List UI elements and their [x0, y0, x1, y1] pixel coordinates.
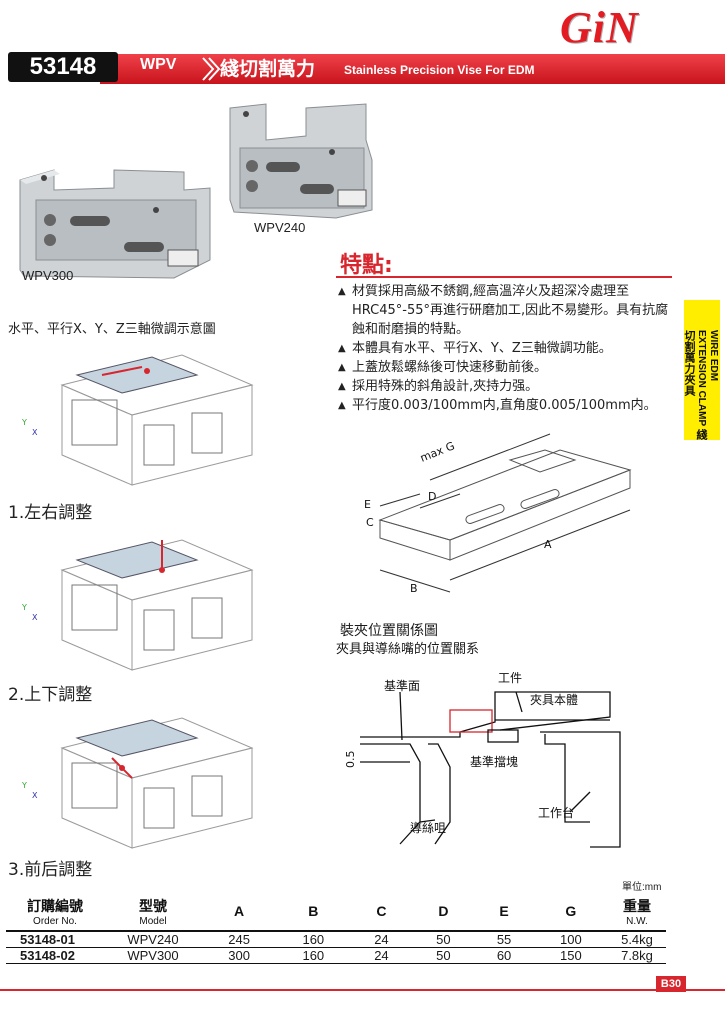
adjust-heading: 水平、平行X、Y、Z三軸微調示意圖 — [8, 322, 216, 337]
title-en: Stainless Precision Vise For EDM — [344, 63, 535, 77]
wpv240-label: WPV240 — [254, 220, 306, 235]
label-clamp-body: 夾具本體 — [530, 693, 578, 707]
wpv240-photo — [229, 103, 373, 219]
svg-text:Y: Y — [22, 418, 27, 427]
footer-line — [0, 989, 725, 991]
col-b: B — [276, 892, 351, 932]
cell-weight: 5.4kg — [608, 931, 666, 948]
order-code: 53148 — [8, 52, 118, 82]
dim-label-e: E — [364, 498, 371, 511]
features-list: 材質採用高級不銹鋼,經高溫淬火及超深冷處理至HRC45°-55°再進行研磨加工,… — [338, 282, 678, 415]
table-row: 53148-01 WPV240 245 160 24 50 55 100 5.4… — [6, 931, 666, 948]
step-label-2: 2.上下調整 — [8, 685, 93, 705]
side-tab — [684, 300, 720, 440]
model-code: WPV — [140, 56, 177, 73]
cell-weight: 7.8kg — [608, 947, 666, 964]
adjust-diagram-3: Y X — [22, 717, 254, 849]
dim-label-a: A — [544, 538, 552, 551]
title-cn: 綫切割萬力 — [220, 58, 316, 80]
feature-item: 材質採用高級不銹鋼,經高溫淬火及超深冷處理至HRC45°-55°再進行研磨加工,… — [338, 282, 678, 339]
svg-text:Y: Y — [22, 603, 27, 612]
cell-order-no: 53148-02 — [6, 947, 104, 964]
feature-item: 採用特殊的斜角設計,夾持力强。 — [338, 377, 678, 396]
cell-a: 245 — [202, 931, 277, 948]
cell-g: 100 — [533, 931, 608, 948]
col-g: G — [533, 892, 608, 932]
dim-label-b: B — [410, 582, 418, 595]
feature-item: 平行度0.003/100mm内,直角度0.005/100mm内。 — [338, 396, 678, 415]
cell-a: 300 — [202, 947, 277, 964]
cell-d: 50 — [412, 947, 475, 964]
cell-b: 160 — [276, 931, 351, 948]
features-title: 特點: — [340, 253, 393, 278]
label-offset: 0.5 — [344, 751, 357, 769]
cell-model: WPV240 — [104, 931, 202, 948]
side-tab-en: WIRE EDM EXTENSION CLAMP — [696, 330, 719, 427]
page-number: B30 — [656, 976, 686, 992]
dim-label-g: max G — [418, 439, 456, 465]
label-workpiece: 工件 — [498, 672, 522, 685]
label-wire-guide: 導絲咀 — [410, 820, 446, 835]
adjust-diagram-1: Y X — [22, 354, 254, 486]
cell-g: 150 — [533, 947, 608, 964]
svg-text:X: X — [32, 428, 38, 437]
col-d: D — [412, 892, 475, 932]
label-reference-face: 基準面 — [384, 678, 420, 693]
cell-model: WPV300 — [104, 947, 202, 964]
adjust-diagram-2: Y X — [22, 539, 254, 671]
cell-order-no: 53148-01 — [6, 931, 104, 948]
step-label-3: 3.前后調整 — [8, 860, 93, 880]
col-c: C — [350, 892, 413, 932]
cell-e: 55 — [474, 931, 534, 948]
feature-item: 上蓋放鬆螺絲後可快速移動前後。 — [338, 358, 678, 377]
brand-logo: GiN — [560, 3, 639, 52]
wpv300-label: WPV300 — [22, 268, 74, 283]
header-bar — [100, 54, 725, 84]
label-work-table: 工作台 — [538, 805, 574, 820]
clamp-diagram-title: 裝夾位置關係圖 — [340, 623, 438, 639]
svg-text:Y: Y — [22, 781, 27, 790]
cell-b: 160 — [276, 947, 351, 964]
step-label-1: 1.左右調整 — [8, 503, 93, 523]
svg-text:X: X — [32, 791, 38, 800]
features-divider — [336, 276, 672, 278]
wpv300-photo — [19, 169, 211, 279]
dim-label-d: D — [428, 490, 436, 503]
cell-c: 24 — [350, 947, 413, 964]
dimension-diagram: max G E D C A B — [364, 433, 632, 595]
side-tab-text: WIRE EDM EXTENSION CLAMP 綫切割萬力夾具 — [683, 330, 719, 440]
table-row: 53148-02 WPV300 300 160 24 50 60 150 7.8… — [6, 947, 666, 964]
clamp-diagram: 基準面 工件 夾具本體 0.5 基準擋塊 導絲咀 工作台 — [344, 672, 621, 848]
feature-item: 本體具有水平、平行X、Y、Z三軸微調功能。 — [338, 339, 678, 358]
cell-d: 50 — [412, 931, 475, 948]
label-reference-stop: 基準擋塊 — [470, 754, 518, 769]
clamp-diagram-subtitle: 夾具與導絲嘴的位置關系 — [336, 642, 480, 657]
unit-label: 單位:mm — [622, 882, 662, 893]
cell-c: 24 — [350, 931, 413, 948]
col-a: A — [202, 892, 277, 932]
col-e: E — [474, 892, 534, 932]
side-tab-cn: 綫切割萬力夾具 — [683, 330, 707, 440]
dim-label-c: C — [366, 516, 374, 529]
svg-text:X: X — [32, 613, 38, 622]
cell-e: 60 — [474, 947, 534, 964]
